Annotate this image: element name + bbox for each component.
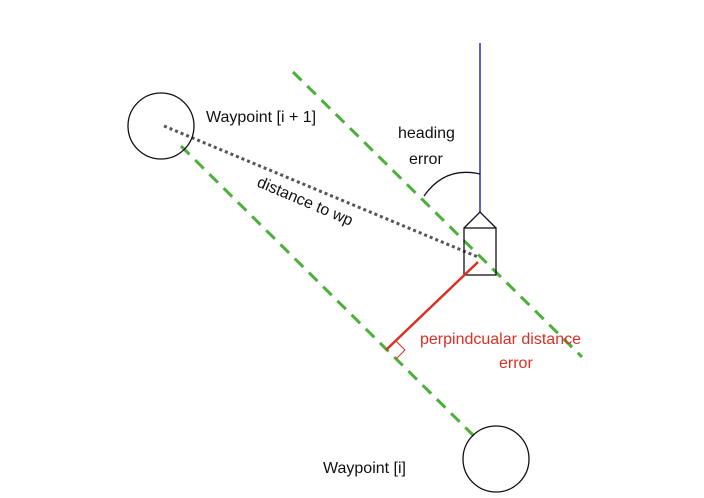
heading-error-arc <box>423 171 481 197</box>
waypoint-current-label: Waypoint [i] <box>323 460 406 477</box>
waypoint-next-label: Waypoint [i + 1] <box>206 109 316 126</box>
perp-error-label-line2: error <box>499 355 533 372</box>
vehicle-icon <box>463 211 497 276</box>
perp-error-label-line1: perpindcualar distance <box>420 331 581 348</box>
path-line-upper <box>291 70 584 359</box>
heading-error-label-line2: error <box>409 151 443 168</box>
heading-error-label-line1: heading <box>398 125 455 142</box>
distance-to-wp-line <box>163 124 479 259</box>
distance-to-wp-label: distance to wp <box>254 174 355 230</box>
perp-error-line <box>385 261 479 351</box>
waypoint-next-circle <box>127 92 195 160</box>
waypoint-current-circle <box>462 425 530 493</box>
path-line-lower <box>179 144 477 439</box>
right-angle-marker <box>395 340 406 360</box>
